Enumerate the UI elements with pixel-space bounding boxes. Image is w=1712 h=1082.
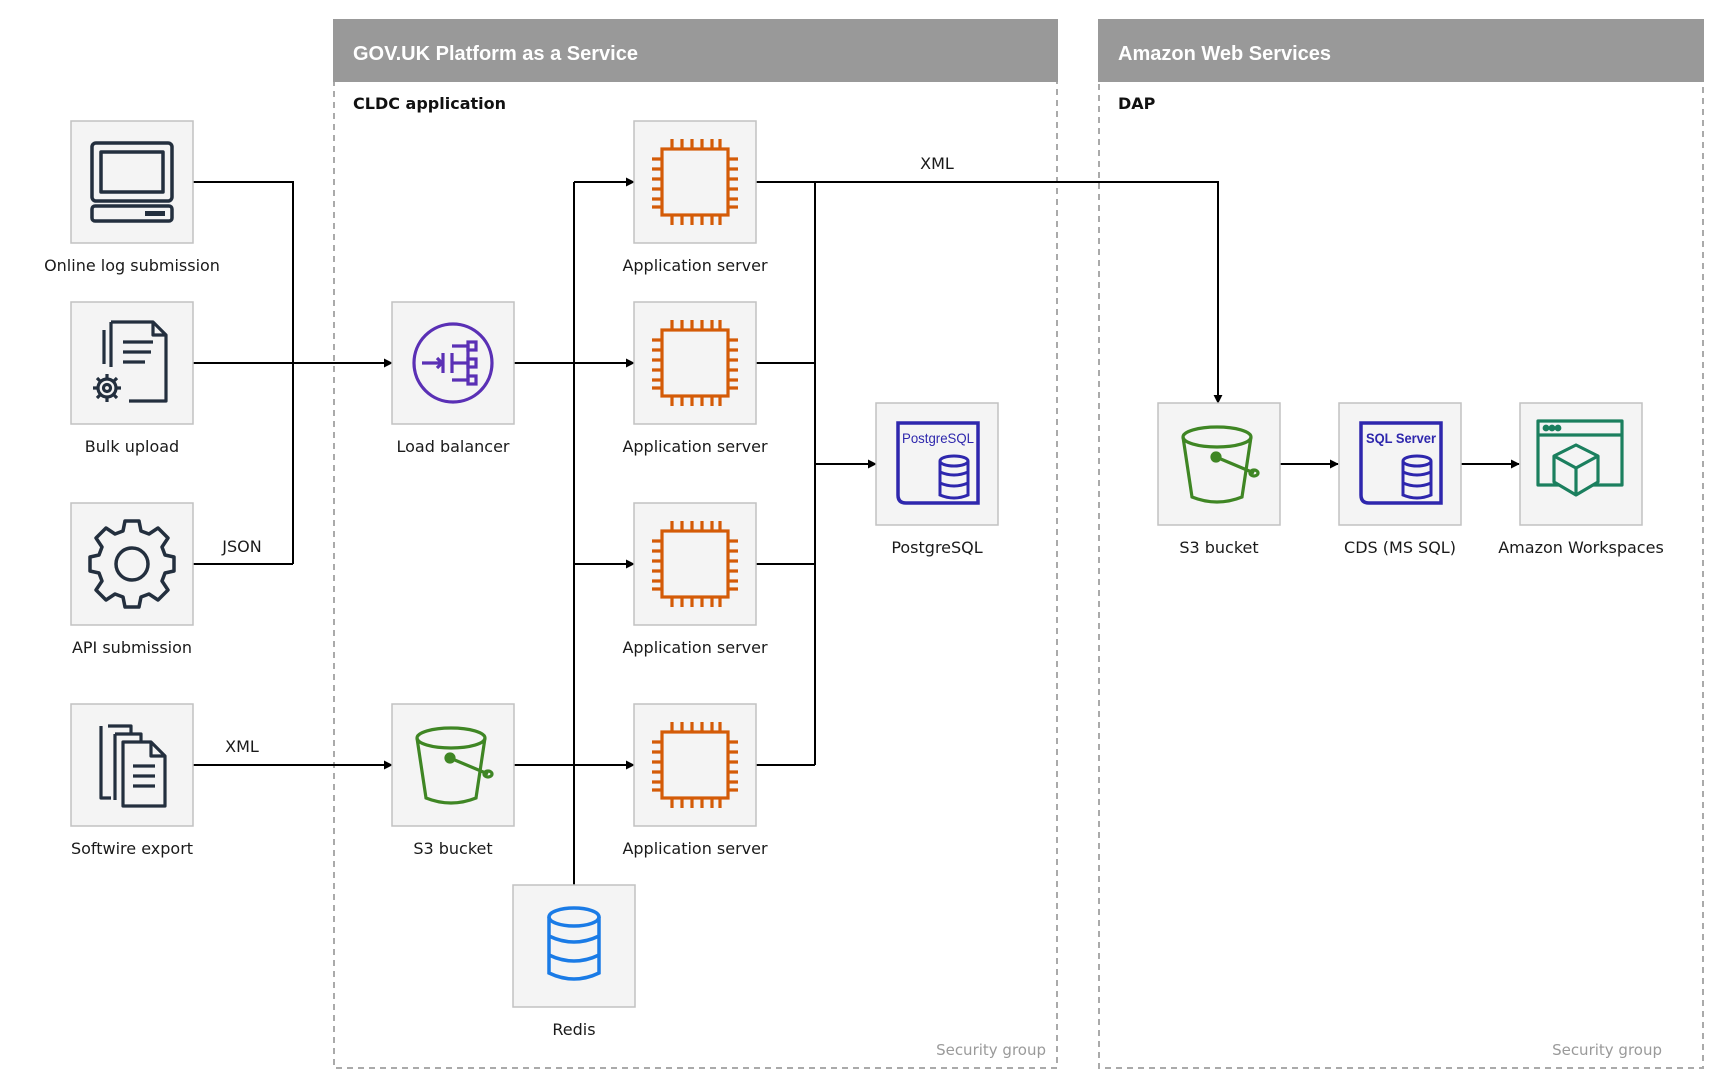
group-aws-header xyxy=(1098,19,1704,82)
node-cds[interactable]: SQL Server CDS (MS SQL) xyxy=(1338,402,1462,557)
postgresql-icon: PostgreSQL xyxy=(896,421,980,505)
edge-label-xml-softwire: XML xyxy=(225,737,259,756)
group-aws-subtitle: DAP xyxy=(1118,94,1156,113)
chip-icon xyxy=(652,722,738,808)
node-api-submission[interactable]: API submission xyxy=(70,502,194,657)
load-balancer-icon xyxy=(412,322,494,404)
node-postgresql-label: PostgreSQL xyxy=(891,538,982,557)
node-app-server-2-label: Application server xyxy=(622,437,768,456)
node-workspaces[interactable]: Amazon Workspaces xyxy=(1498,402,1664,557)
group-aws: Amazon Web Services DAP Security group xyxy=(1098,19,1704,1069)
chip-icon xyxy=(652,139,738,225)
node-app-server-4[interactable]: Application server xyxy=(622,703,768,858)
documents-icon xyxy=(99,724,167,808)
group-paas-title: GOV.UK Platform as a Service xyxy=(353,43,638,65)
node-online-log[interactable]: Online log submission xyxy=(44,120,220,275)
bucket-icon xyxy=(415,726,494,805)
gear-icon xyxy=(88,519,176,609)
group-paas-subtitle: CLDC application xyxy=(353,94,506,113)
workspaces-icon xyxy=(1536,419,1624,497)
bucket-icon xyxy=(1181,425,1260,504)
database-icon xyxy=(547,906,601,981)
postgresql-badge-text: PostgreSQL xyxy=(902,430,974,446)
edges: JSON XML XML xyxy=(193,154,1520,885)
node-app-server-3[interactable]: Application server xyxy=(622,502,768,657)
node-s3-paas[interactable]: S3 bucket xyxy=(391,703,515,858)
node-postgresql[interactable]: PostgreSQL PostgreSQL xyxy=(875,402,999,557)
node-bulk-upload[interactable]: Bulk upload xyxy=(70,301,194,456)
node-s3-aws-label: S3 bucket xyxy=(1179,538,1258,557)
chip-icon xyxy=(652,320,738,406)
edge-label-xml-app: XML xyxy=(920,154,954,173)
node-softwire-export[interactable]: Softwire export xyxy=(70,703,194,858)
group-paas-header xyxy=(333,19,1058,82)
node-workspaces-label: Amazon Workspaces xyxy=(1498,538,1664,557)
group-aws-title: Amazon Web Services xyxy=(1118,43,1331,65)
node-app-server-3-label: Application server xyxy=(622,638,768,657)
node-cds-label: CDS (MS SQL) xyxy=(1344,538,1456,557)
node-load-balancer-label: Load balancer xyxy=(396,437,509,456)
node-online-log-label: Online log submission xyxy=(44,256,220,275)
node-app-server-1[interactable]: Application server xyxy=(622,120,768,275)
sql-server-badge-text: SQL Server xyxy=(1366,430,1437,446)
group-aws-security-label: Security group xyxy=(1552,1041,1662,1059)
laptop-icon xyxy=(90,141,174,223)
node-s3-aws[interactable]: S3 bucket xyxy=(1157,402,1281,557)
node-s3-paas-label: S3 bucket xyxy=(413,839,492,858)
chip-icon xyxy=(652,521,738,607)
node-softwire-export-label: Softwire export xyxy=(71,839,193,858)
node-app-server-1-label: Application server xyxy=(622,256,768,275)
node-load-balancer[interactable]: Load balancer xyxy=(391,301,515,456)
group-paas: GOV.UK Platform as a Service CLDC applic… xyxy=(333,19,1058,1069)
edge-app-to-aws-s3 xyxy=(815,181,1223,404)
node-app-server-4-label: Application server xyxy=(622,839,768,858)
node-app-server-2[interactable]: Application server xyxy=(622,301,768,456)
node-bulk-upload-label: Bulk upload xyxy=(85,437,179,456)
sql-server-icon: SQL Server xyxy=(1359,421,1443,505)
document-gear-icon xyxy=(93,320,168,403)
edge-online-log-to-bus xyxy=(193,181,294,564)
node-redis-label: Redis xyxy=(552,1020,595,1039)
edge-label-json: JSON xyxy=(221,537,261,556)
node-redis[interactable]: Redis xyxy=(512,884,636,1039)
group-paas-security-label: Security group xyxy=(936,1041,1046,1059)
node-api-submission-label: API submission xyxy=(72,638,192,657)
